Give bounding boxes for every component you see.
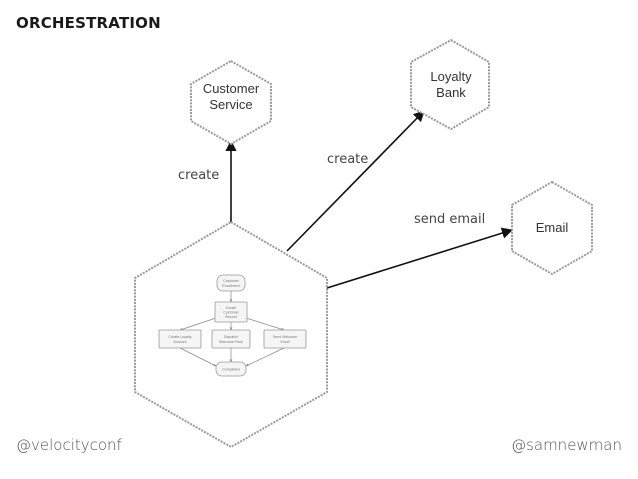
loyalty-bank-node: Loyalty Bank (410, 38, 490, 131)
flow-completed: Completed (222, 368, 239, 372)
flow-start-line2: Enrollment (222, 284, 239, 288)
flow-pack-line1: Dispatch (224, 335, 238, 339)
flow-create-line1: Create (226, 306, 237, 310)
flow-email-line1: Send Welcome (273, 335, 297, 339)
customer-service-node: Customer Service (190, 59, 272, 146)
flow-node-welcome-pack: Dispatch Welcome Pack (211, 329, 251, 349)
edge-label-send-email: send email (414, 212, 485, 227)
footer-velocityconf: @velocityconf (16, 436, 122, 454)
loyalty-bank-label-line1: Loyalty (430, 69, 472, 84)
edge-label-create-customer: create (178, 168, 219, 183)
loyalty-bank-label-line2: Bank (436, 85, 466, 100)
flow-start-line1: Customer (223, 279, 239, 283)
flow-node-welcome-email: Send Welcome Email (263, 329, 307, 349)
flow-loyalty-line2: Account (174, 340, 187, 344)
email-label: Email (536, 220, 569, 235)
flow-create-line2: Customer (223, 311, 239, 315)
edge-to-email (326, 227, 514, 289)
flow-loyalty-line1: Create Loyalty (168, 335, 191, 339)
flow-node-completed: Completed (215, 361, 247, 377)
flow-node-start: Customer Enrollment (216, 274, 246, 292)
flow-node-loyalty-account: Create Loyalty Account (158, 329, 202, 349)
edge-to-loyalty-bank (286, 110, 425, 252)
page-title: ORCHESTRATION (16, 14, 161, 32)
flow-pack-line2: Welcome Pack (219, 340, 243, 344)
footer-samnewman: @samnewman (511, 436, 622, 454)
customer-service-label-line2: Service (209, 97, 252, 112)
email-node: Email (511, 180, 593, 276)
embedded-flowchart: Customer Enrollment Create Customer Reco… (158, 274, 307, 377)
customer-service-label-line1: Customer (203, 81, 260, 96)
flow-email-line2: Email (281, 340, 290, 344)
edge-label-create-loyalty: create (327, 152, 368, 167)
flow-create-line3: Record (225, 315, 237, 319)
flow-node-create-record: Create Customer Record (214, 301, 248, 323)
